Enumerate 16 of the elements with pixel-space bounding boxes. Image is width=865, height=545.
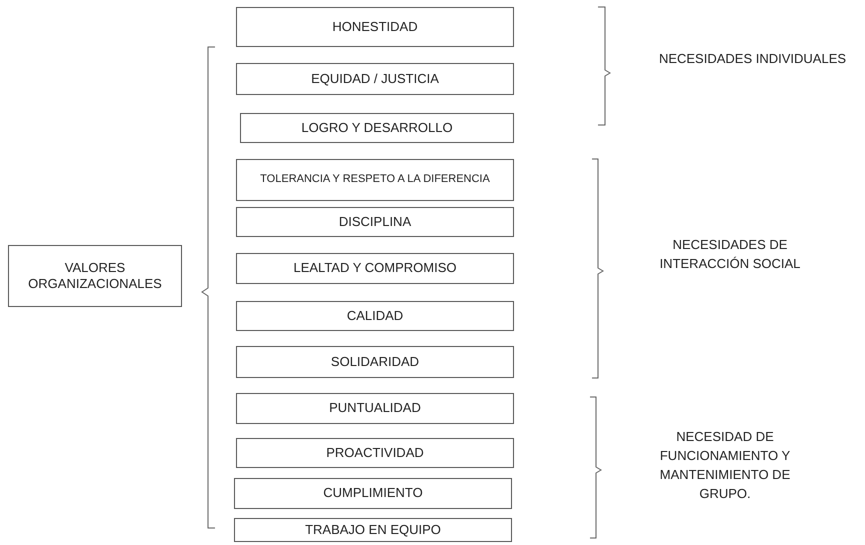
value-box: TOLERANCIA Y RESPETO A LA DIFERENCIA [236, 159, 514, 201]
value-box: LOGRO Y DESARROLLO [240, 113, 514, 143]
value-box: HONESTIDAD [236, 7, 514, 47]
value-box: TRABAJO EN EQUIPO [234, 518, 512, 542]
group-label: NECESIDAD DE FUNCIONAMIENTO Y MANTENIMIENTO DE GRUPO. [658, 428, 792, 503]
value-box: PUNTUALIDAD [236, 393, 514, 424]
value-box: EQUIDAD / JUSTICIA [236, 63, 514, 95]
value-box: LEALTAD Y COMPROMISO [236, 253, 514, 284]
group-label: NECESIDADES INDIVIDUALES [658, 50, 848, 68]
value-box: SOLIDARIDAD [236, 346, 514, 378]
value-box: CUMPLIMIENTO [234, 478, 512, 509]
value-box: DISCIPLINA [236, 207, 514, 237]
root-box: VALORES ORGANIZACIONALES [8, 245, 182, 307]
group-label: NECESIDADES DE INTERACCIÓN SOCIAL [658, 236, 802, 273]
value-box: PROACTIVIDAD [236, 438, 514, 468]
value-box: CALIDAD [236, 301, 514, 331]
